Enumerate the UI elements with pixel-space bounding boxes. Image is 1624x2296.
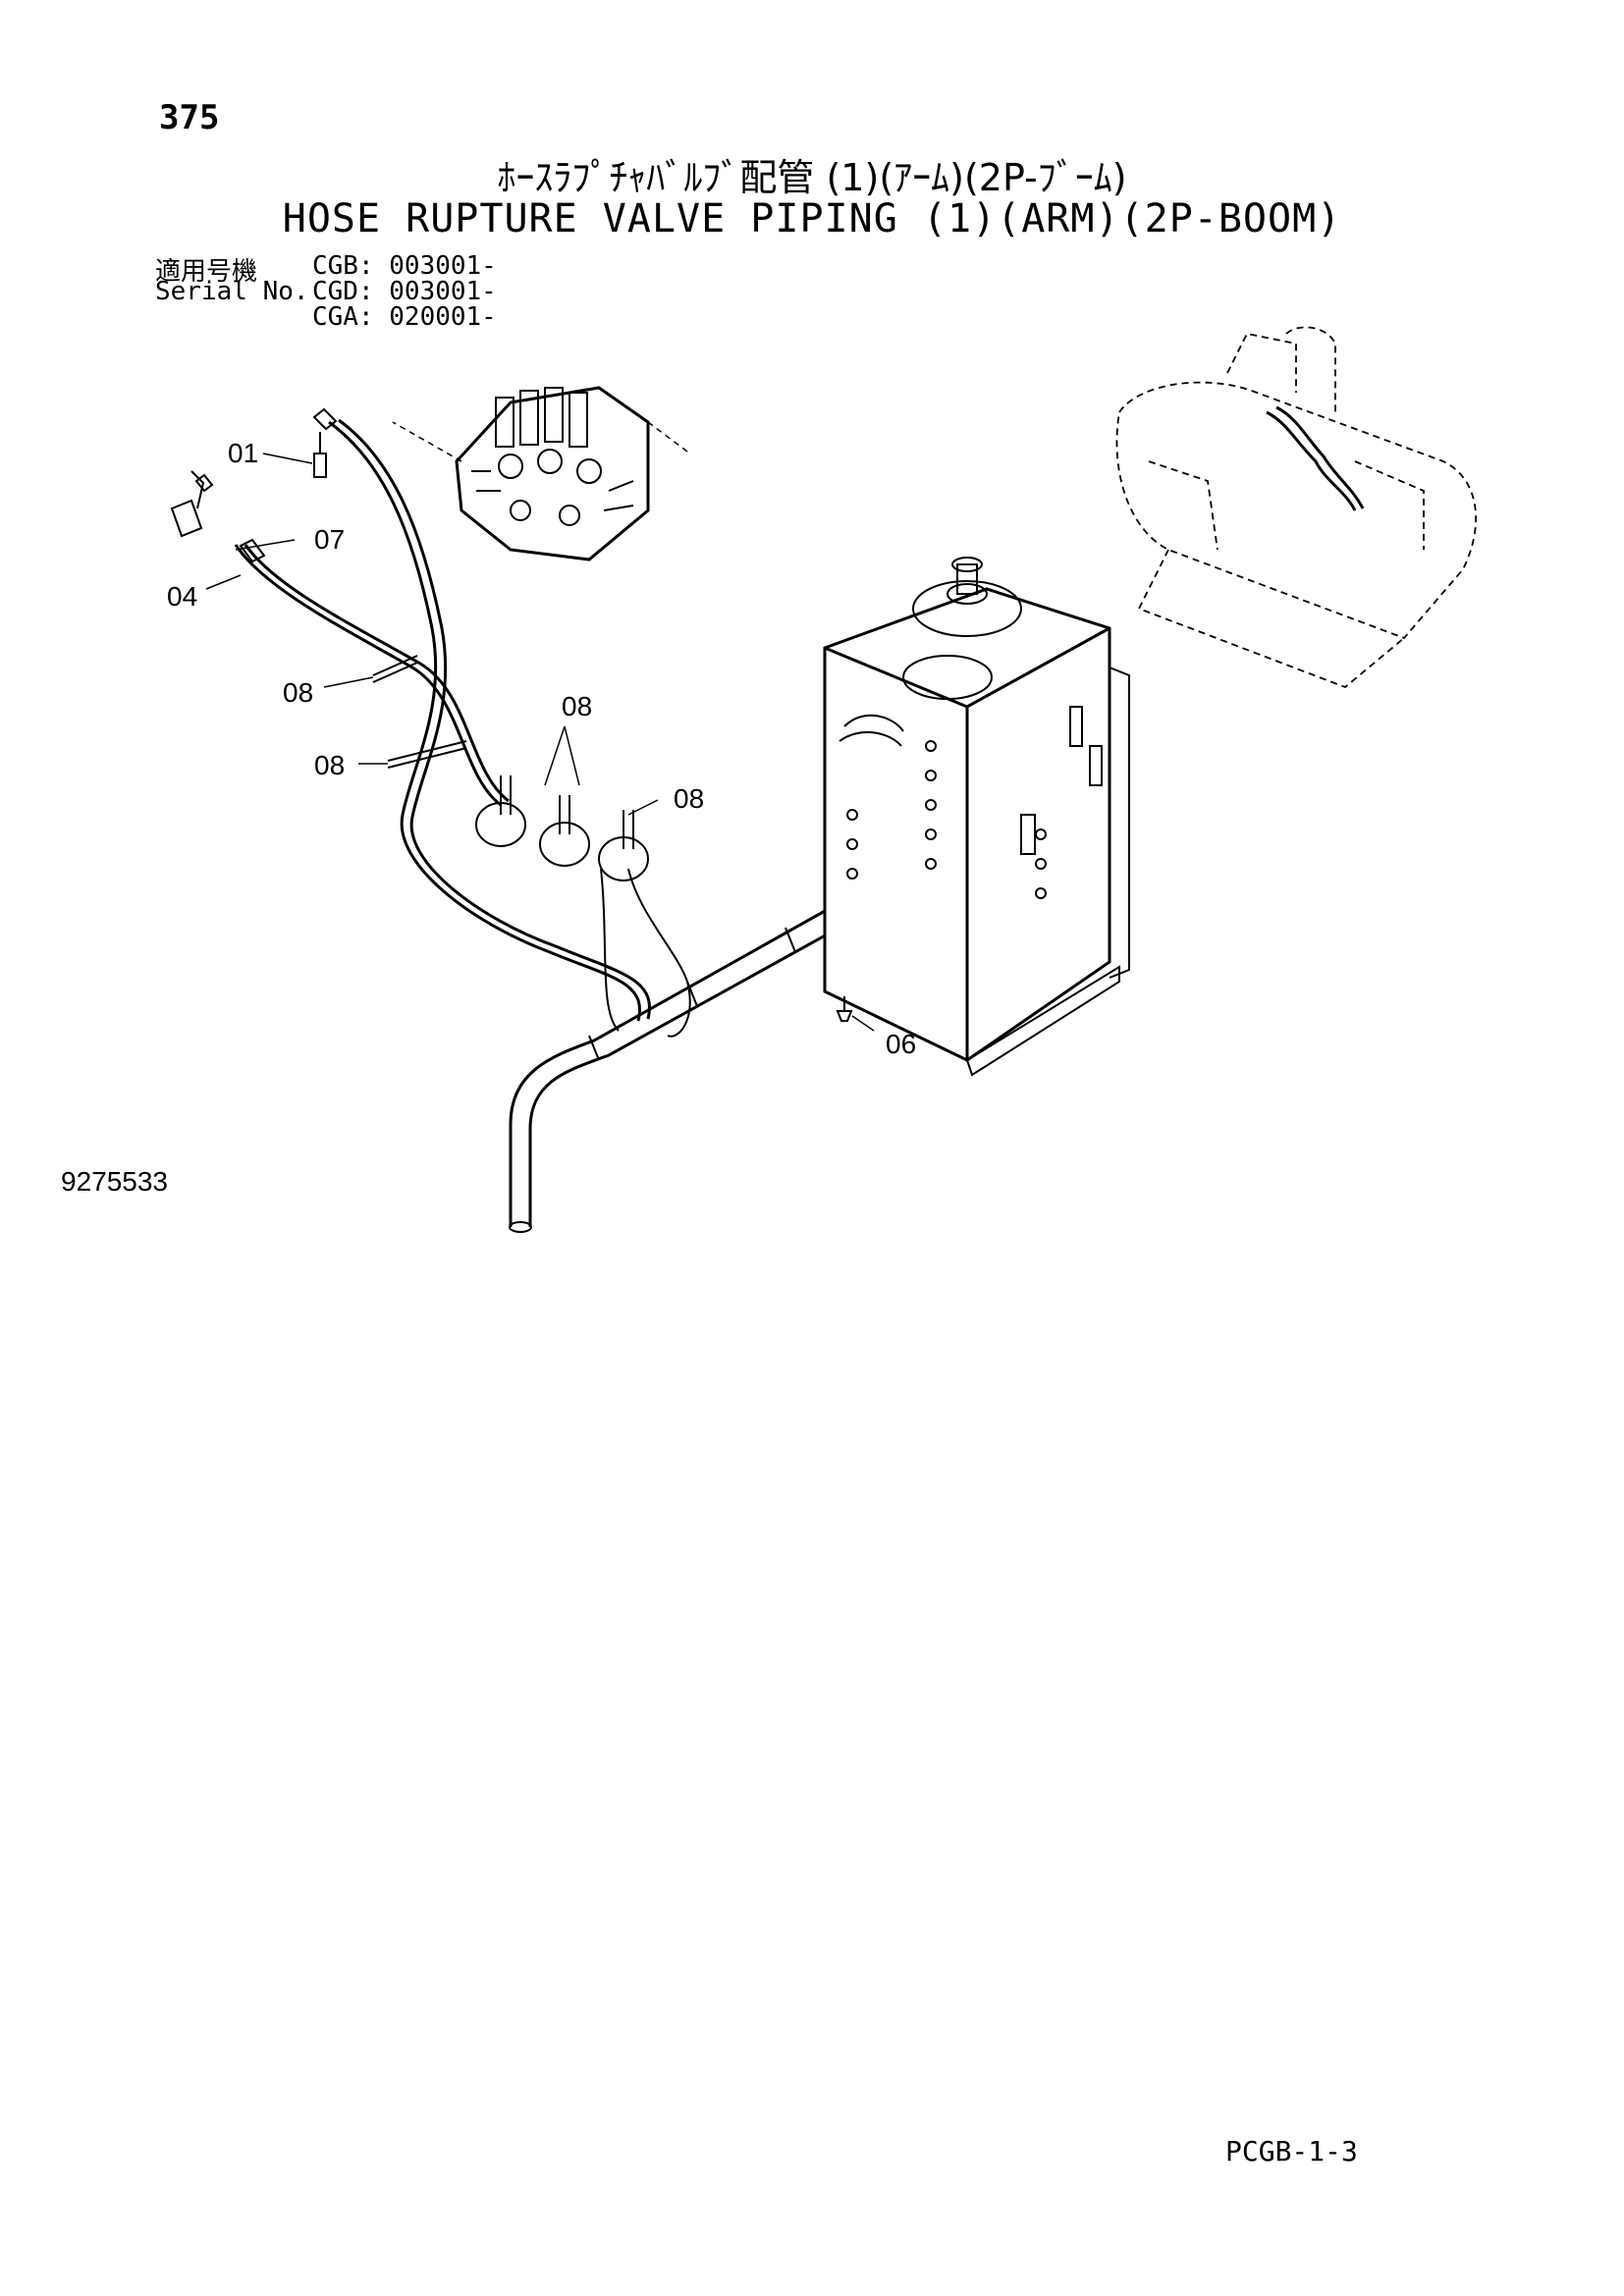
clamps-08 — [372, 655, 691, 1038]
callout-08-b: 08 — [314, 750, 346, 780]
hose-04-07 — [170, 470, 510, 807]
hose-main — [328, 418, 651, 1022]
serial-entry-cgd: CGD: 003001- — [312, 277, 497, 306]
callout-08-d: 08 — [674, 783, 705, 814]
callout-08-c: 08 — [562, 691, 593, 721]
figure-id: 9275533 — [61, 1166, 169, 1197]
machine-hose-highlight — [1266, 405, 1365, 511]
callout-04: 04 — [167, 581, 198, 612]
return-pipe — [509, 856, 925, 1233]
serial-entry-cga: CGA: 020001- — [312, 302, 497, 332]
fitting-01 — [312, 407, 338, 478]
serial-label-en: Serial No. — [155, 277, 309, 306]
serial-label-jp: 適用号機 — [155, 257, 258, 287]
page-number: 375 — [159, 98, 220, 137]
control-valve-block — [392, 386, 688, 561]
title-japanese: ﾎｰｽﾗﾌﾟﾁｬﾊﾞﾙﾌﾞ配管 (1)(ｱｰﾑ)(2P-ﾌﾞｰﾑ) — [497, 156, 1127, 199]
title-english: HOSE RUPTURE VALVE PIPING (1)(ARM)(2P-BO… — [282, 196, 1342, 241]
serial-entry-cgb: CGB: 003001- — [312, 251, 497, 281]
footer-code: PCGB-1-3 — [1225, 2135, 1358, 2167]
callout-06: 06 — [886, 1029, 917, 1059]
callout-01: 01 — [228, 438, 259, 468]
hydraulic-tank — [823, 557, 1130, 1077]
callout-08-a: 08 — [283, 677, 314, 708]
leader-lines — [205, 453, 875, 1032]
callout-07: 07 — [314, 524, 346, 555]
fitting-06 — [836, 996, 853, 1022]
machine-outline — [1115, 326, 1478, 689]
